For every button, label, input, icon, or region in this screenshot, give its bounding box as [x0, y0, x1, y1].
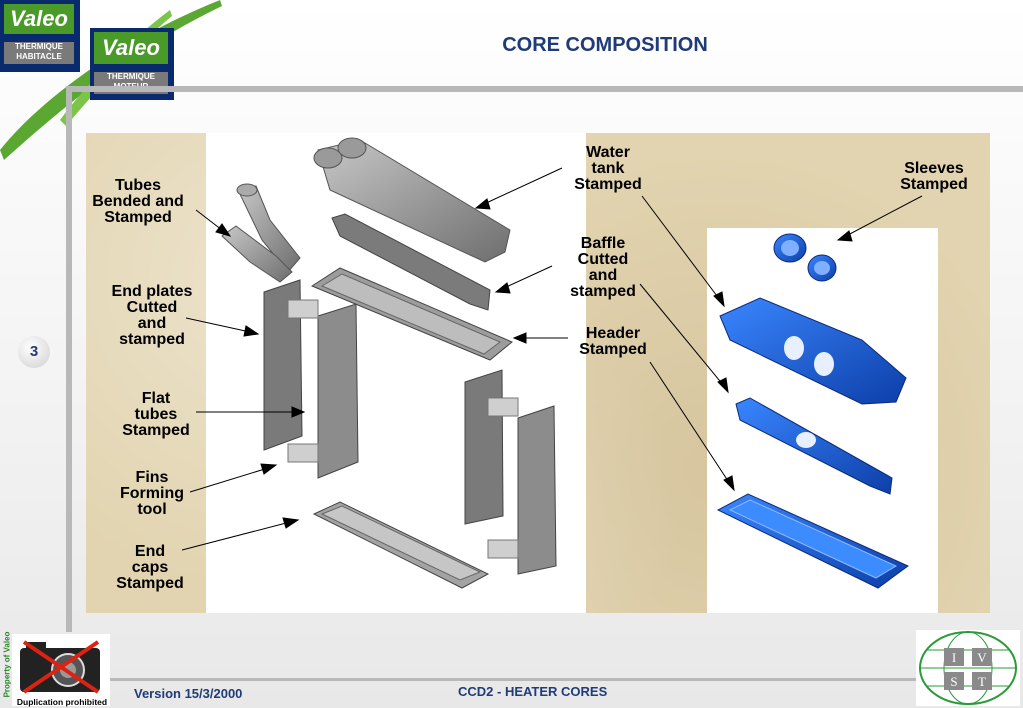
leader-lines — [181, 167, 923, 551]
end-plates-part — [263, 279, 557, 575]
camera-icon — [20, 640, 100, 694]
end-caps-part — [312, 501, 490, 589]
water-tank-part — [313, 137, 511, 263]
bent-tubes-part — [221, 183, 301, 283]
header-part — [310, 267, 513, 361]
frame-bottom-bar — [100, 678, 920, 681]
frame-left-bar — [66, 86, 72, 632]
ivst-letter-i: I — [952, 650, 956, 665]
label-flat-tubes: Flat tubes Stamped — [122, 390, 190, 439]
blue-water-tank-part — [719, 297, 907, 405]
no-copy-camera-icon — [12, 634, 110, 706]
valeo-logo-habitacle: Valeo THERMIQUE HABITACLE — [0, 0, 80, 72]
label-end-plates: End plates Cutted and stamped — [111, 283, 193, 348]
globe-icon: I V S T — [919, 631, 1017, 705]
property-text: Property of Valeo — [2, 631, 12, 698]
blue-baffle-part — [735, 397, 893, 495]
brand-wordmark: Valeo — [4, 4, 74, 34]
label-tubes: Tubes Bended and Stamped — [92, 177, 184, 226]
brand-wordmark: Valeo — [94, 32, 168, 64]
duplication-notice: Duplication prohibited — [16, 697, 108, 707]
logo-subtitle: THERMIQUE HABITACLE — [4, 42, 74, 64]
fins-part — [287, 299, 519, 559]
label-baffle: Baffle Cutted and stamped — [570, 235, 636, 300]
version-text: Version 15/3/2000 — [134, 686, 243, 701]
blue-header-part — [716, 493, 909, 589]
baffle-part — [331, 213, 491, 311]
ivst-letter-s: S — [950, 674, 957, 689]
ivst-letter-t: T — [978, 674, 986, 689]
page-title: CORE COMPOSITION — [502, 34, 708, 56]
ivst-logo: I V S T — [916, 630, 1020, 706]
label-end-caps: End caps Stamped — [116, 543, 184, 592]
label-fins: Fins Forming tool — [120, 469, 184, 518]
label-water-tank: Water tank Stamped — [574, 144, 642, 193]
label-sleeves: Sleeves Stamped — [900, 160, 968, 193]
frame-top-bar — [68, 86, 1023, 92]
label-header: Header Stamped — [579, 325, 647, 358]
blue-sleeves-part — [773, 233, 837, 282]
page-number: 3 — [18, 336, 50, 368]
document-title: CCD2 - HEATER CORES — [458, 684, 608, 699]
ivst-letter-v: V — [977, 650, 987, 665]
